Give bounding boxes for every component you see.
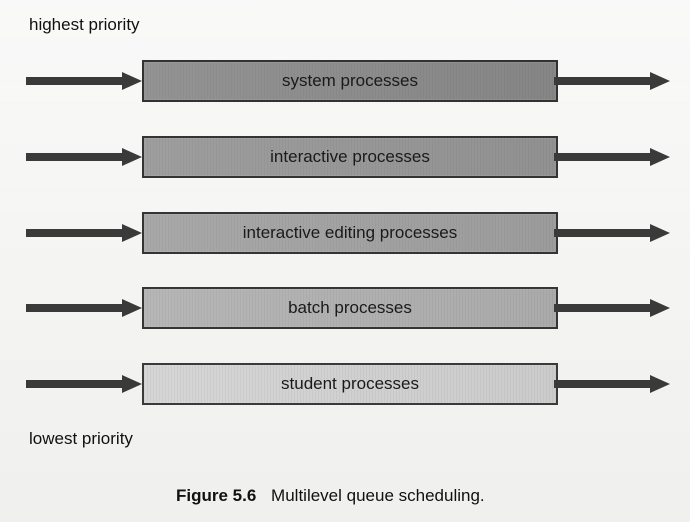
queue-lane-batch: batch processes	[0, 287, 690, 329]
right-arrow-icon	[554, 224, 670, 242]
queue-lane-interactive-editing: interactive editing processes	[0, 212, 690, 254]
queue-student-processes: student processes	[142, 363, 558, 405]
queue-lane-student: student processes	[0, 363, 690, 405]
left-arrow-icon	[26, 224, 142, 242]
queue-interactive-processes: interactive processes	[142, 136, 558, 178]
right-arrow-icon	[554, 375, 670, 393]
right-arrow-icon	[554, 299, 670, 317]
queue-batch-processes-label: batch processes	[288, 298, 412, 317]
queue-interactive-editing-processes-label: interactive editing processes	[242, 223, 458, 242]
lowest-priority-label: lowest priority	[29, 429, 133, 448]
right-arrow-icon	[554, 148, 670, 166]
left-arrow-icon	[26, 148, 142, 166]
queue-system-processes: system processes	[142, 60, 558, 102]
right-arrow-icon	[554, 72, 670, 90]
queue-student-processes-label: student processes	[281, 374, 419, 393]
queue-lane-system: system processes	[0, 60, 690, 102]
left-arrow-icon	[26, 72, 142, 90]
figure-title: Multilevel queue scheduling.	[271, 486, 485, 505]
left-arrow-icon	[26, 299, 142, 317]
highest-priority-label: highest priority	[29, 15, 140, 34]
queue-system-processes-label: system processes	[281, 71, 419, 90]
queue-batch-processes: batch processes	[142, 287, 558, 329]
left-arrow-icon	[26, 375, 142, 393]
figure-number: Figure 5.6	[176, 486, 257, 505]
queue-lane-interactive: interactive processes	[0, 136, 690, 178]
queue-interactive-editing-processes: interactive editing processes	[142, 212, 558, 254]
figure-caption: Figure 5.6 Multilevel queue scheduling.	[176, 486, 485, 506]
queue-interactive-processes-label: interactive processes	[270, 147, 430, 166]
